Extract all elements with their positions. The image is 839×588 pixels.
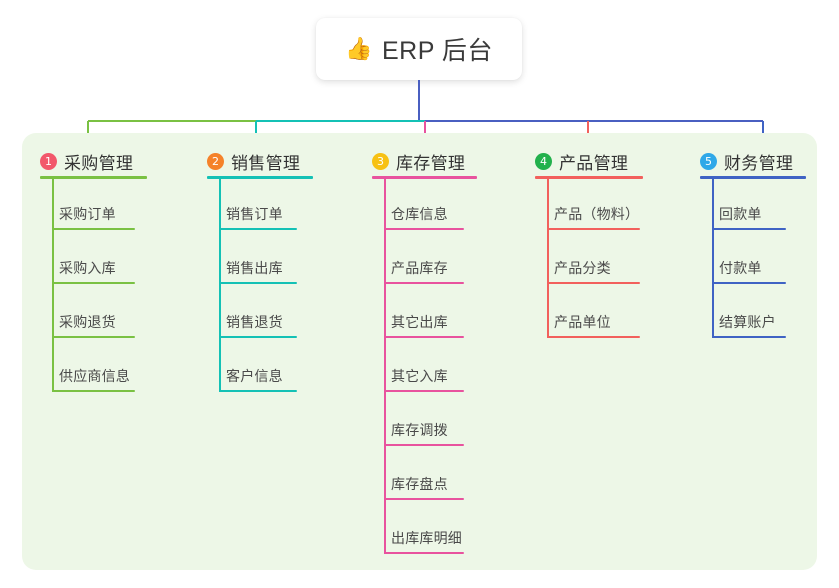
leaf-item-label: 产品库存 [391, 260, 448, 276]
leaf-item-underline [712, 282, 786, 284]
branch-spine-5 [712, 178, 714, 338]
leaf-item[interactable]: 产品分类 [535, 258, 642, 284]
branch-title-2: 销售管理 [231, 153, 301, 173]
leaf-item-underline [547, 336, 640, 338]
leaf-item-underline [52, 228, 135, 230]
leaf-item[interactable]: 库存调拨 [372, 420, 466, 446]
leaf-item-underline [52, 282, 135, 284]
leaf-item-underline [219, 282, 297, 284]
branch-header-2[interactable]: 2 销售管理 [207, 148, 300, 174]
leaf-item-underline [712, 336, 786, 338]
root-node-label: 👍 ERP 后台 [345, 31, 493, 67]
leaf-item-underline [547, 282, 640, 284]
leaf-item-underline [219, 390, 297, 392]
leaf-item-underline [219, 336, 297, 338]
leaf-item-label: 产品单位 [554, 314, 611, 330]
leaf-item-underline [384, 282, 464, 284]
leaf-item-underline [384, 390, 464, 392]
branch-title-5: 财务管理 [724, 153, 794, 173]
leaf-item[interactable]: 销售订单 [207, 204, 299, 230]
branches-panel [22, 133, 817, 570]
leaf-item-label: 客户信息 [226, 368, 283, 384]
leaf-item-underline [384, 336, 464, 338]
leaf-item-underline [712, 228, 786, 230]
leaf-item[interactable]: 客户信息 [207, 366, 299, 392]
leaf-item-label: 回款单 [719, 206, 762, 222]
leaf-item[interactable]: 库存盘点 [372, 474, 466, 500]
leaf-item-underline [384, 498, 464, 500]
branch-spine-2 [219, 178, 221, 392]
leaf-item-label: 结算账户 [719, 314, 776, 330]
branch-spine-3 [384, 178, 386, 554]
branch-title-3: 库存管理 [396, 153, 466, 173]
branch-header-4[interactable]: 4 产品管理 [535, 148, 628, 174]
leaf-item-label: 采购退货 [59, 314, 116, 330]
branch-underline-4 [535, 176, 643, 179]
leaf-item[interactable]: 其它入库 [372, 366, 466, 392]
branch-title-4: 产品管理 [559, 153, 629, 173]
branch-badge-1: 1 [40, 152, 57, 170]
leaf-item[interactable]: 付款单 [700, 258, 788, 284]
leaf-item[interactable]: 产品库存 [372, 258, 466, 284]
thumbs-up-icon: 👍 [345, 36, 373, 61]
leaf-item-label: 销售订单 [226, 206, 283, 222]
root-node[interactable]: 👍 ERP 后台 [316, 18, 522, 80]
leaf-item[interactable]: 采购入库 [40, 258, 137, 284]
leaf-item-underline [547, 228, 640, 230]
leaf-item-label: 库存调拨 [391, 422, 448, 438]
leaf-item[interactable]: 其它出库 [372, 312, 466, 338]
branch-header-3[interactable]: 3 库存管理 [372, 148, 465, 174]
root-title-text: ERP 后台 [382, 37, 493, 65]
leaf-item-label: 销售退货 [226, 314, 283, 330]
branch-title-1: 采购管理 [64, 153, 134, 173]
branch-spine-1 [52, 178, 54, 392]
leaf-item[interactable]: 采购退货 [40, 312, 137, 338]
leaf-item[interactable]: 仓库信息 [372, 204, 466, 230]
branch-underline-1 [40, 176, 147, 179]
branch-spine-4 [547, 178, 549, 338]
branch-header-5[interactable]: 5 财务管理 [700, 148, 793, 174]
leaf-item-label: 其它出库 [391, 314, 448, 330]
leaf-item[interactable]: 产品单位 [535, 312, 642, 338]
leaf-item-label: 采购订单 [59, 206, 116, 222]
leaf-item-underline [384, 444, 464, 446]
branch-badge-2: 2 [207, 152, 224, 170]
leaf-item-label: 供应商信息 [59, 368, 130, 384]
branch-badge-3: 3 [372, 152, 389, 170]
leaf-item[interactable]: 产品（物料） [535, 204, 642, 230]
leaf-item-underline [384, 552, 464, 554]
branch-badge-5: 5 [700, 152, 717, 170]
leaf-item-underline [52, 390, 135, 392]
leaf-item-label: 付款单 [719, 260, 762, 276]
leaf-item-label: 产品（物料） [554, 206, 640, 222]
leaf-item[interactable]: 采购订单 [40, 204, 137, 230]
leaf-item-label: 库存盘点 [391, 476, 448, 492]
branch-header-1[interactable]: 1 采购管理 [40, 148, 133, 174]
leaf-item-label: 出库库明细 [391, 530, 462, 546]
leaf-item[interactable]: 供应商信息 [40, 366, 137, 392]
leaf-item[interactable]: 回款单 [700, 204, 788, 230]
branch-underline-2 [207, 176, 313, 179]
leaf-item[interactable]: 销售退货 [207, 312, 299, 338]
leaf-item-label: 采购入库 [59, 260, 116, 276]
leaf-item[interactable]: 结算账户 [700, 312, 788, 338]
leaf-item-underline [52, 336, 135, 338]
branch-badge-4: 4 [535, 152, 552, 170]
leaf-item-label: 销售出库 [226, 260, 283, 276]
leaf-item-underline [384, 228, 464, 230]
leaf-item[interactable]: 出库库明细 [372, 528, 466, 554]
leaf-item[interactable]: 销售出库 [207, 258, 299, 284]
leaf-item-label: 产品分类 [554, 260, 611, 276]
branch-underline-3 [372, 176, 477, 179]
leaf-item-underline [219, 228, 297, 230]
leaf-item-label: 其它入库 [391, 368, 448, 384]
leaf-item-label: 仓库信息 [391, 206, 448, 222]
branch-underline-5 [700, 176, 806, 179]
